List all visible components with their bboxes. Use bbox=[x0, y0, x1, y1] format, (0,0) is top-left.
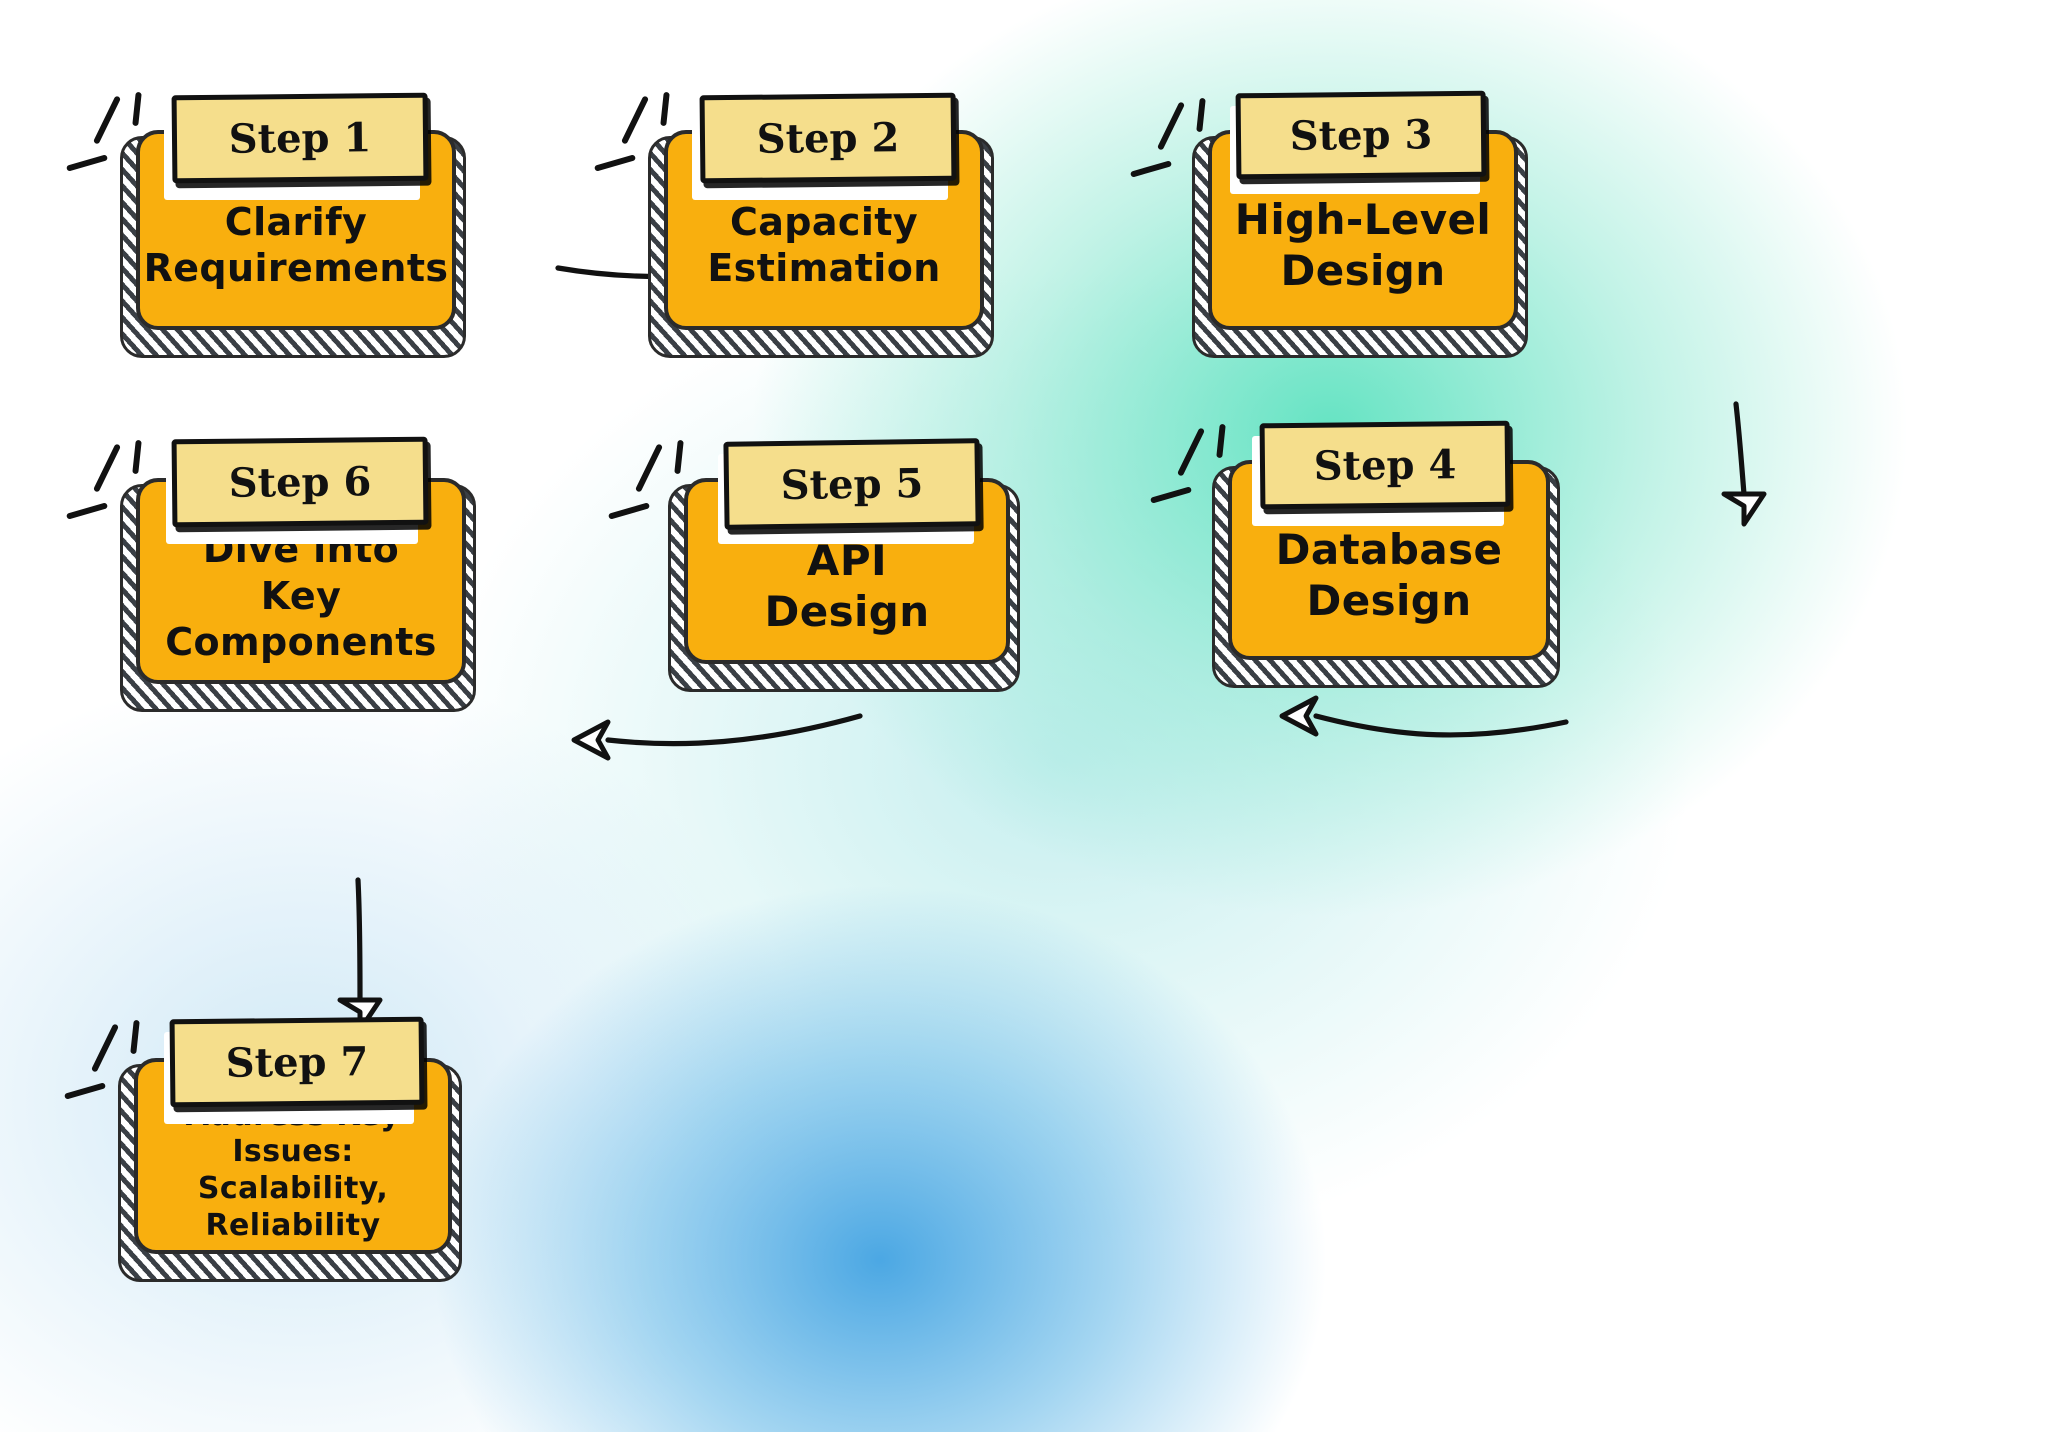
node-step5[interactable]: API Design Step 5 bbox=[607, 438, 1096, 710]
edge-step6-step7 bbox=[337, 877, 383, 1033]
node-step7[interactable]: Address Key Issues: Scalability, Reliabi… bbox=[63, 1016, 548, 1300]
card-text-step3: High-Level Design bbox=[1234, 194, 1492, 295]
sparkle-burst-icon bbox=[1129, 94, 1240, 184]
tag-step5[interactable]: Step 5 bbox=[723, 438, 981, 530]
node-step4[interactable]: Database Design Step 4 bbox=[1149, 420, 1634, 690]
tag-step6[interactable]: Step 6 bbox=[171, 436, 429, 528]
node-step6[interactable]: Dive into Key Components Step 6 bbox=[65, 436, 550, 720]
node-step1[interactable]: Clarify Requirements Step 1 bbox=[65, 91, 548, 360]
card-text-step1: Clarify Requirements bbox=[143, 199, 449, 290]
card-text-step5: API Design bbox=[764, 535, 930, 636]
tag-step7[interactable]: Step 7 bbox=[169, 1016, 425, 1108]
edge-step5-step6 bbox=[571, 713, 863, 761]
node-step2[interactable]: Capacity Estimation Step 2 bbox=[593, 91, 1076, 360]
sparkle-burst-icon bbox=[65, 88, 176, 178]
tag-step2[interactable]: Step 2 bbox=[699, 92, 957, 184]
tag-step4[interactable]: Step 4 bbox=[1259, 420, 1511, 510]
card-text-step2: Capacity Estimation bbox=[707, 199, 941, 290]
tag-step3[interactable]: Step 3 bbox=[1235, 90, 1487, 180]
card-text-step6: Dive into Key Components bbox=[165, 527, 437, 665]
sparkle-burst-icon bbox=[607, 436, 718, 526]
card-text-step4: Database Design bbox=[1275, 524, 1503, 625]
sparkle-burst-icon bbox=[65, 436, 176, 526]
sparkle-burst-icon bbox=[593, 88, 704, 178]
tag-step1[interactable]: Step 1 bbox=[171, 92, 429, 184]
edge-step4-step5 bbox=[1279, 695, 1569, 738]
node-step3[interactable]: High-Level Design Step 3 bbox=[1129, 90, 1614, 364]
edge-step3-step4 bbox=[1721, 401, 1767, 527]
sparkle-burst-icon bbox=[1149, 420, 1260, 510]
sparkle-burst-icon bbox=[63, 1016, 174, 1106]
